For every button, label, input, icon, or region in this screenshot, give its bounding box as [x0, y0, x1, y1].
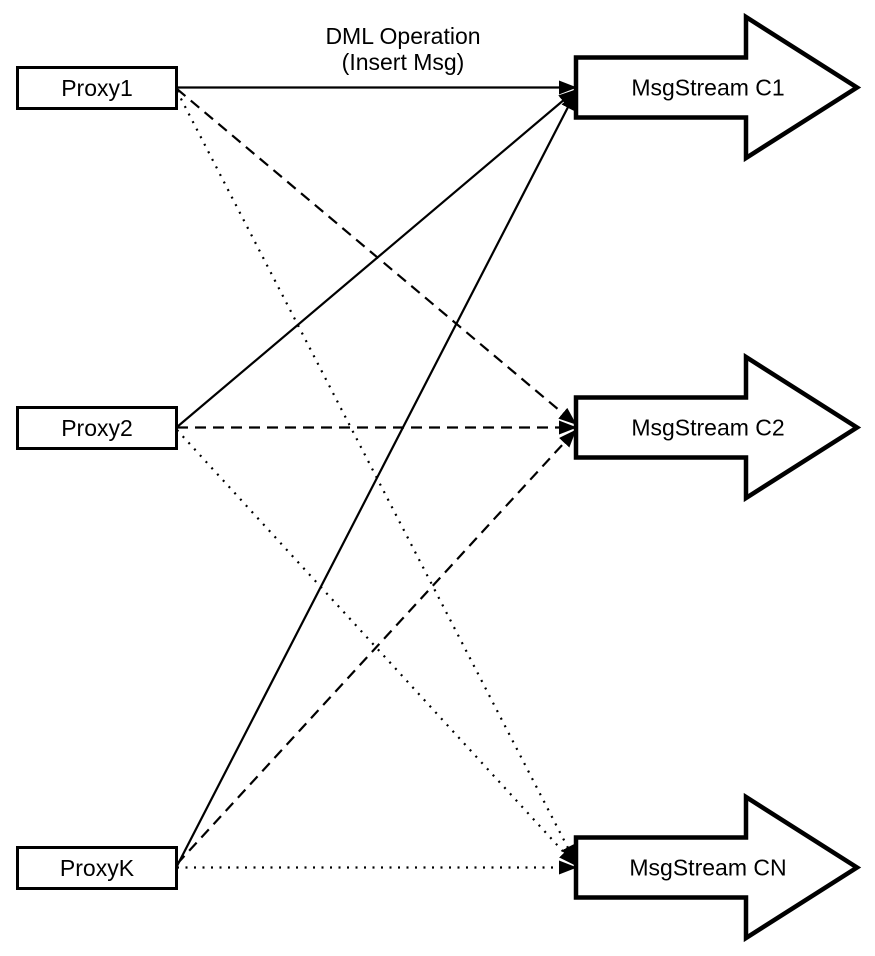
proxy1-box	[16, 66, 178, 110]
msgstream-c1-node: MsgStream C1	[573, 12, 862, 163]
msgstream-c2-label: MsgStream C2	[631, 415, 784, 441]
msgstream-c1-arrow	[573, 12, 862, 163]
edge-proxyk-msgstream-c1	[176, 91, 576, 867]
proxy2-box	[16, 406, 178, 450]
annotation-line2: (Insert Msg)	[342, 49, 465, 75]
msgstream-cn-arrow	[573, 792, 862, 943]
msgstream-c1-label: MsgStream C1	[631, 75, 784, 101]
msgstream-c2-arrow	[573, 352, 862, 503]
proxy1-node: Proxy1	[16, 66, 178, 110]
msgstream-cn-label: MsgStream CN	[629, 855, 786, 881]
proxyk-node: ProxyK	[16, 846, 178, 890]
proxyk-box	[16, 846, 178, 890]
proxyk-label: ProxyK	[60, 855, 135, 881]
proxy2-label: Proxy2	[61, 415, 133, 441]
edge-proxy1-msgstream-c2	[176, 88, 577, 425]
edge-proxyk-msgstream-c2	[176, 429, 577, 865]
msgstream-cn-node: MsgStream CN	[573, 792, 862, 943]
msgstream-c2-node: MsgStream C2	[573, 352, 862, 503]
edge-proxy1-msgstream-cn	[176, 90, 576, 864]
proxy1-label: Proxy1	[61, 75, 133, 101]
proxy2-node: Proxy2	[16, 406, 178, 450]
dml-operation-annotation: DML Operation (Insert Msg)	[325, 23, 480, 75]
annotation-line1: DML Operation	[325, 23, 480, 49]
edge-proxy2-msgstream-c1	[176, 89, 577, 428]
